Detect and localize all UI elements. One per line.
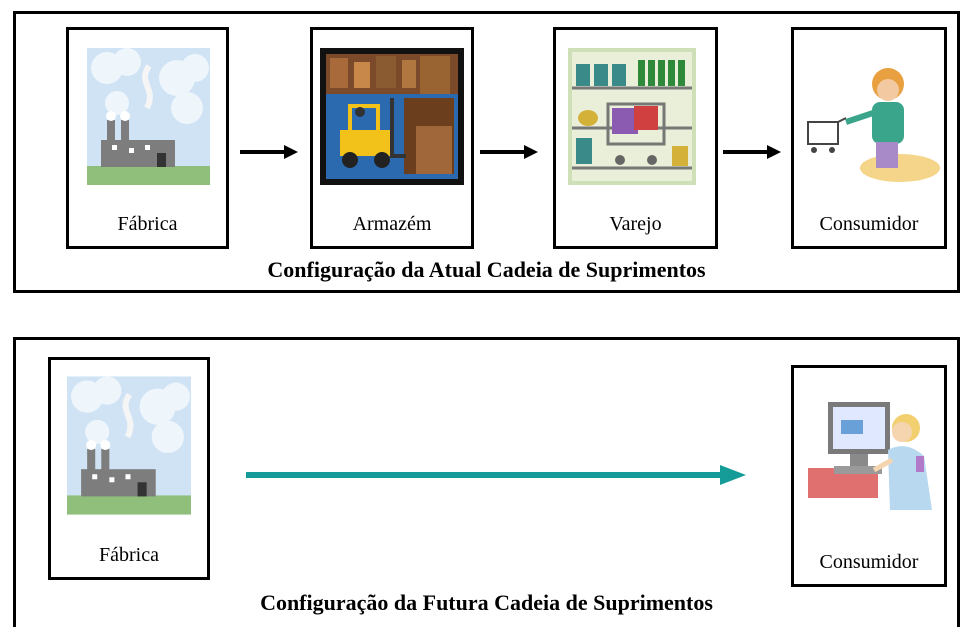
arrow-3 (723, 145, 781, 159)
future-panel-title: Configuração da Futura Cadeia de Suprime… (260, 590, 713, 615)
node-label: Varejo (609, 213, 662, 235)
consumer-with-cart-icon (804, 50, 940, 190)
node-label: Armazém (352, 213, 432, 235)
node-label: Consumidor (819, 213, 919, 235)
arrow-2 (480, 145, 538, 159)
factory-icon (87, 48, 210, 185)
node-warehouse: Armazém (310, 27, 474, 249)
current-panel-title: Configuração da Atual Cadeia de Suprimen… (267, 257, 706, 282)
node-label: Consumidor (819, 551, 919, 573)
node-retail: Varejo (553, 27, 718, 249)
node-consumer-future: Consumidor (791, 365, 947, 587)
node-factory-current: Fábrica (66, 27, 229, 249)
arrow-1 (240, 145, 298, 159)
node-consumer-current: Consumidor (791, 27, 947, 249)
node-label: Fábrica (99, 544, 159, 566)
node-label: Fábrica (117, 213, 178, 235)
consumer-at-computer-icon (806, 398, 938, 518)
direct-arrow (246, 465, 746, 485)
retail-shopping-cart-icon (568, 48, 696, 185)
warehouse-forklift-icon (320, 48, 464, 185)
factory-icon (67, 376, 191, 515)
node-factory-future: Fábrica (48, 357, 210, 580)
